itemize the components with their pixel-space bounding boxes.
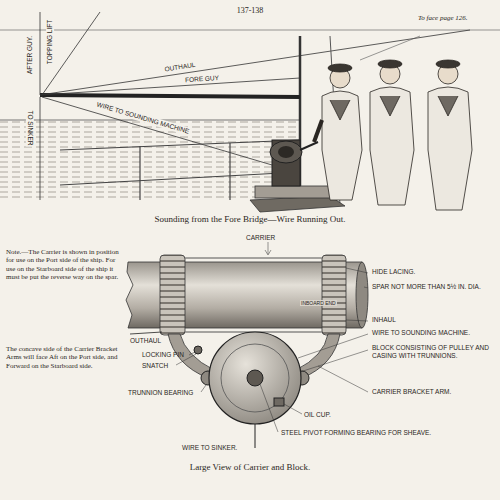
part-label: WIRE TO SOUNDING MACHINE. xyxy=(372,329,470,337)
page-header: To face page 126. xyxy=(418,14,468,22)
part-label: BLOCK CONSISTING OF PULLEY AND CASING WI… xyxy=(372,344,496,360)
part-label: FORE GUY xyxy=(184,73,220,83)
part-label: OUTHAUL xyxy=(163,61,197,74)
note: The concave side of the Carrier Bracket … xyxy=(6,345,122,370)
part-label: TO SINKER xyxy=(26,110,34,147)
part-label: TOPPING LIFT xyxy=(46,19,54,65)
part-label: HIDE LACING. xyxy=(372,268,415,276)
part-label: INHAUL xyxy=(372,316,396,324)
part-label: CARRIER BRACKET ARM. xyxy=(372,388,451,396)
part-label: WIRE TO SINKER. xyxy=(182,444,237,452)
caption: Large View of Carrier and Block. xyxy=(190,462,311,473)
part-label: LOCKING PIN xyxy=(142,351,184,359)
part-label: CARRIER xyxy=(246,234,275,242)
part-label: OIL CUP. xyxy=(304,411,331,419)
part-label: INBOARD END xyxy=(300,300,337,306)
part-label: SNATCH xyxy=(142,362,168,370)
part-label: TRUNNION BEARING xyxy=(128,389,193,397)
part-label: STEEL PIVOT FORMING BEARING FOR SHEAVE. xyxy=(281,429,431,437)
page-header: 137-138 xyxy=(237,6,264,16)
caption: Sounding from the Fore Bridge—Wire Runni… xyxy=(155,214,346,225)
part-label: SPAR NOT MORE THAN 5½ IN. DIA. xyxy=(372,283,481,291)
part-label: AFTER GUY. xyxy=(26,35,34,75)
note: Note.—The Carrier is shown in position f… xyxy=(6,248,122,282)
part-label: OUTHAUL xyxy=(130,337,161,345)
